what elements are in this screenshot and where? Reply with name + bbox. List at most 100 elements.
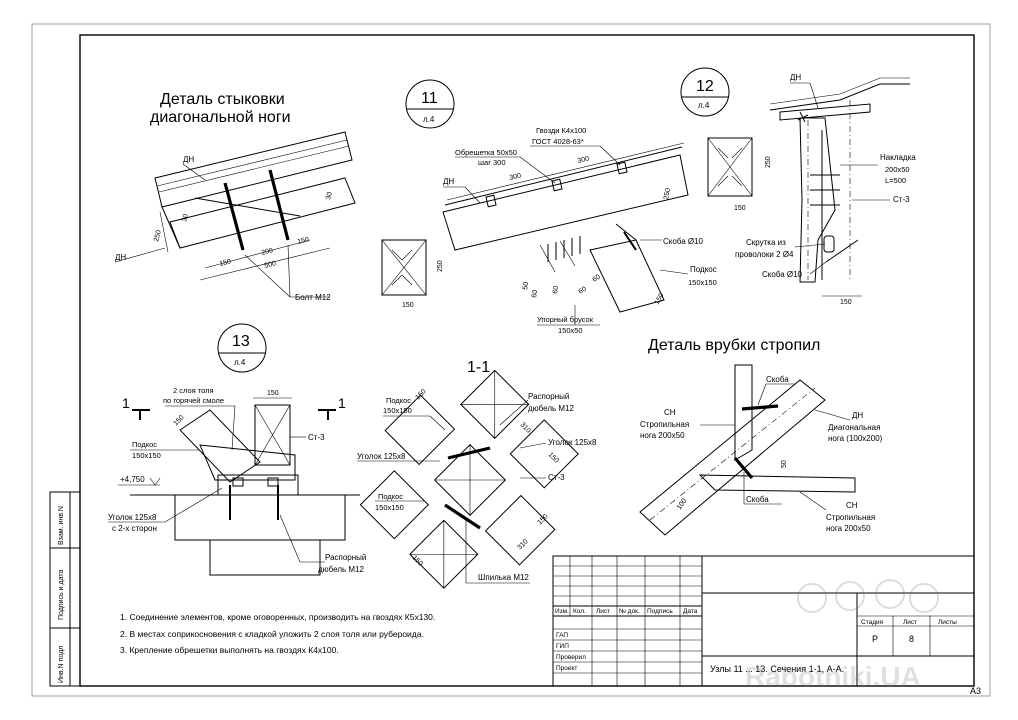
label-podkos-c: Подкос bbox=[386, 396, 411, 405]
sec-mark-left: 1 bbox=[122, 395, 130, 411]
drawing-frame bbox=[79, 34, 975, 687]
dim-250-c: 250 bbox=[663, 188, 672, 201]
label-gvozdi-2: ГОСТ 4028-63* bbox=[532, 137, 584, 146]
label-nakladka-len: L=500 bbox=[885, 176, 906, 185]
general-notes: 1. Соединение элементов, кроме оговоренн… bbox=[120, 612, 435, 655]
bolt-1 bbox=[223, 182, 245, 251]
label-tol-2: по горячей смоле bbox=[163, 396, 224, 405]
label-ugolok-b: Уголок 125х8 bbox=[357, 452, 406, 461]
node-12-num: 12 bbox=[696, 78, 714, 95]
dim-100: 100 bbox=[676, 497, 688, 511]
masonry-wall bbox=[174, 494, 346, 541]
dim-150-i: 150 bbox=[547, 451, 560, 464]
side-stamp-inv: Инв.N подл bbox=[58, 646, 65, 683]
batten-3 bbox=[616, 161, 628, 175]
dim-150-h: 150 bbox=[172, 414, 185, 427]
node-11-num: 11 bbox=[421, 90, 438, 107]
label-tol-1: 2 слоя толя bbox=[173, 386, 214, 395]
label-podkos-d: Подкос bbox=[378, 492, 403, 501]
label-raspor-a-1: Распорный bbox=[325, 553, 366, 562]
masonry-lower bbox=[209, 539, 321, 576]
dim-250-a: 250 bbox=[153, 229, 163, 242]
label-shpilka: Шпилька М12 bbox=[478, 573, 529, 582]
node-13-num: 13 bbox=[232, 333, 250, 350]
label-skrutka-1: Скрутка из bbox=[746, 238, 786, 247]
tb-col-ndok: № док. bbox=[619, 608, 640, 615]
sheet-outline bbox=[31, 23, 991, 697]
label-bolt: Болт М12 bbox=[295, 293, 331, 302]
tar-layer bbox=[199, 444, 296, 481]
dim-60-b: 60 bbox=[552, 285, 560, 294]
tb-stage-label: Стадия bbox=[861, 619, 884, 626]
detail-diagonal-joint: Деталь стыковки диагональной ноги 150 20… bbox=[114, 91, 356, 302]
note-3: 3. Крепление обрешетки выполнять на гвоз… bbox=[120, 645, 339, 655]
dim-500: 500 bbox=[264, 260, 277, 270]
label-dn-diag-2: нога (100х200) bbox=[828, 434, 883, 443]
bolt-2 bbox=[268, 169, 290, 241]
dim-150-j: 150 bbox=[536, 513, 549, 526]
dim-310-b: 310 bbox=[516, 538, 529, 551]
tb-drawing-title: Узлы 11 ... 13. Сечения 1-1, А-А. bbox=[710, 664, 844, 674]
label-raspor-b-2: дюбель М12 bbox=[528, 404, 575, 413]
watermark: Rabotniki.UA bbox=[745, 579, 939, 692]
rafter-notch-title: Деталь врубки стропил bbox=[648, 337, 820, 354]
node-12: 12 л.4 250 150 ДН Накладка 200х50 L=500 bbox=[680, 67, 916, 306]
label-elev: +4,750 bbox=[120, 475, 145, 484]
label-sn-a-2: нога 200х50 bbox=[640, 431, 685, 440]
dim-60-d: 60 bbox=[578, 286, 588, 296]
node-11: 11 л.4 250 150 300 300 250 Обрешетка 50х… bbox=[381, 79, 717, 335]
dim-150-l: 150 bbox=[414, 388, 427, 401]
dim-60-c: 60 bbox=[592, 274, 602, 284]
sheet-format: A3 bbox=[970, 686, 981, 696]
diag-joint-title-1: Деталь стыковки bbox=[160, 91, 285, 108]
label-upor-size: 150х50 bbox=[558, 326, 583, 335]
label-sn-a-1: Стропильная bbox=[640, 420, 689, 429]
label-raspor-b-1: Распорный bbox=[528, 392, 569, 401]
node-11-sheet: л.4 bbox=[423, 115, 435, 124]
watermark-text: Rabotniki.UA bbox=[745, 661, 921, 692]
dim-150-f: 150 bbox=[840, 299, 852, 306]
label-sn-b: СН bbox=[846, 501, 858, 510]
dim-300-a: 300 bbox=[509, 172, 522, 181]
label-skoba-d10-a: Скоба Ø10 bbox=[663, 237, 704, 246]
label-podkos-a: Подкос bbox=[690, 265, 717, 274]
label-podkos-b-size: 150х150 bbox=[132, 451, 161, 460]
label-skrutka-2: проволоки 2 Ø4 bbox=[735, 250, 794, 259]
tb-sheets-label: Листы bbox=[938, 619, 957, 626]
label-ugolok-2x-1: Уголок 125х8 bbox=[108, 513, 157, 522]
tb-col-list: Лист bbox=[596, 608, 610, 615]
dim-200: 200 bbox=[261, 247, 274, 257]
label-dn-5: ДН bbox=[852, 411, 863, 420]
label-nakladka: Накладка bbox=[880, 153, 916, 162]
tb-role-proveril: Проверил bbox=[556, 654, 586, 661]
dim-250-d: 250 bbox=[765, 156, 772, 168]
label-dn-4: ДН bbox=[790, 73, 801, 82]
label-sn-a: СН bbox=[664, 408, 676, 417]
label-upor: Упорный брусок bbox=[537, 315, 594, 324]
bolt-m12-b bbox=[444, 503, 481, 530]
dim-300-b: 300 bbox=[577, 155, 590, 164]
label-raspor-a-2: дюбель М12 bbox=[318, 565, 365, 574]
label-skoba-d10-b: Скоба Ø10 bbox=[762, 270, 803, 279]
staple-d10 bbox=[623, 231, 637, 251]
tb-role-gap: ГАП bbox=[556, 632, 568, 639]
tb-role-proekt: Проект bbox=[556, 665, 577, 672]
dim-150-e: 150 bbox=[734, 205, 746, 212]
node-11-marker bbox=[405, 79, 455, 129]
label-sn-b-1: Стропильная bbox=[826, 513, 875, 522]
tb-stage: Р bbox=[872, 634, 878, 644]
label-shag: шаг 300 bbox=[478, 158, 506, 167]
label-st3-b: Ст-3 bbox=[308, 433, 325, 442]
dim-30-a: 30 bbox=[181, 213, 190, 222]
side-stamp: Взам. инв.N Подпись и дата Инв.N подл bbox=[49, 491, 81, 687]
dim-150-b: 150 bbox=[297, 236, 310, 246]
label-dn-diag-1: Диагональная bbox=[828, 423, 880, 432]
dim-60-a: 60 bbox=[531, 289, 539, 298]
label-gvozdi-1: Гвозди К4х100 bbox=[536, 126, 586, 135]
tb-sheet-label: Лист bbox=[903, 619, 917, 626]
side-stamp-vzam: Взам. инв.N bbox=[58, 506, 65, 545]
node-12-marker bbox=[680, 67, 730, 117]
node-13-marker bbox=[217, 323, 267, 373]
staple-top bbox=[741, 404, 779, 411]
label-podkos-b: Подкос bbox=[132, 440, 157, 449]
